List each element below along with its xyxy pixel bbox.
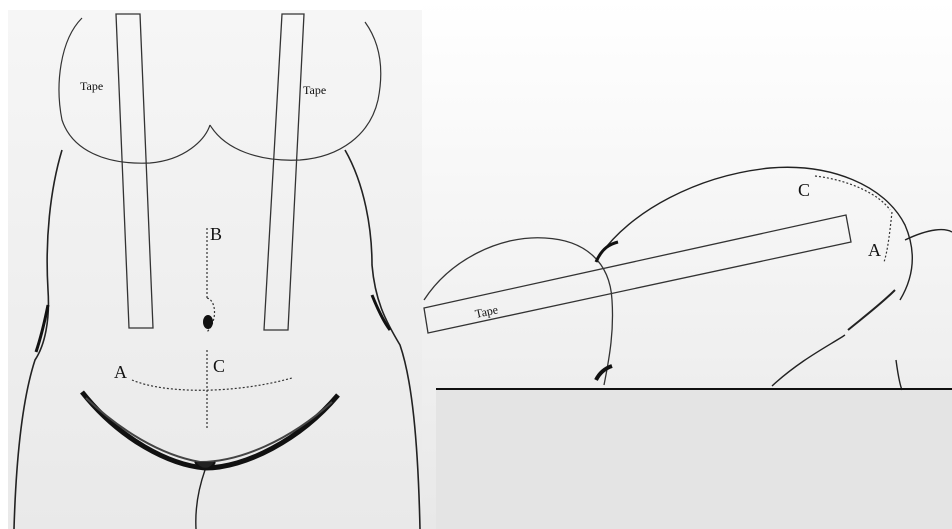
umbilicus [203, 315, 213, 329]
left-tape-label: Tape [80, 79, 103, 93]
front-label-b: B [210, 224, 222, 244]
table-surface [436, 390, 952, 529]
side-view-panel: Tape C A [422, 0, 952, 529]
front-view-background [8, 10, 423, 529]
right-tape-label: Tape [303, 83, 326, 97]
front-label-c: C [213, 356, 225, 376]
front-view-panel: Tape Tape B A C [8, 10, 423, 529]
front-label-a: A [114, 362, 127, 382]
side-label-c: C [798, 180, 810, 200]
side-label-a: A [868, 240, 881, 260]
